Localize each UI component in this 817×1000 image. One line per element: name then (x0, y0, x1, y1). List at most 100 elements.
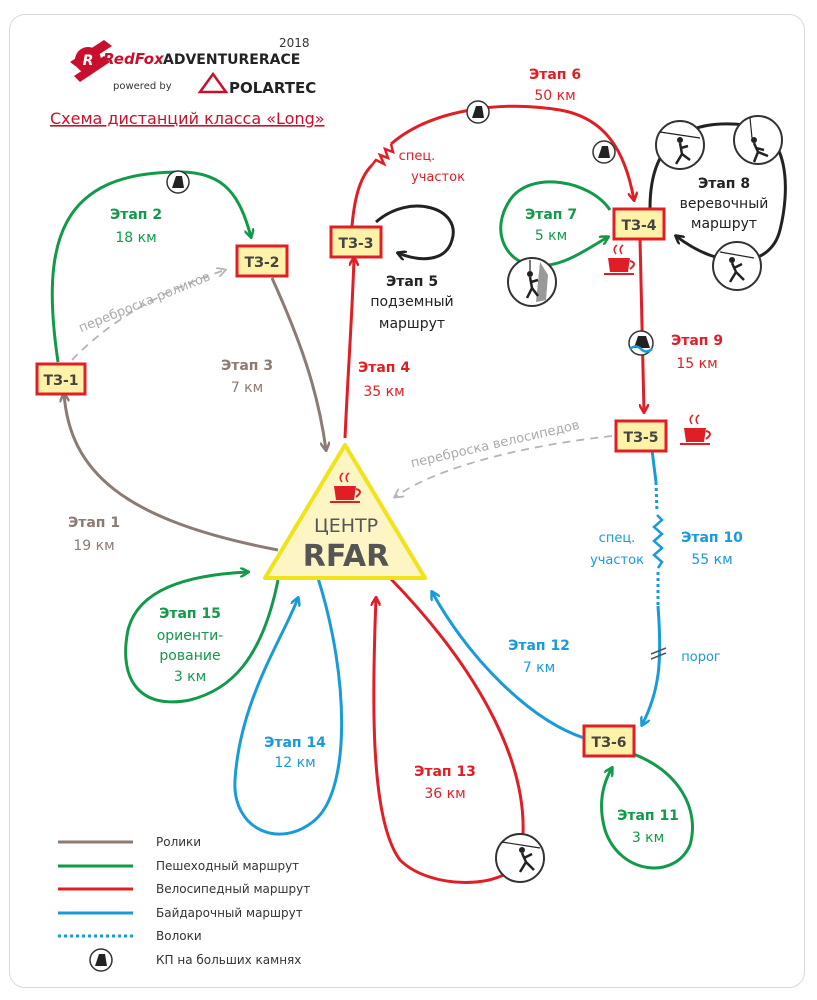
stage-name: Этап 7 (525, 207, 577, 223)
route-stage-6-a (350, 163, 374, 227)
climber-icon (712, 241, 762, 291)
stage-name: Этап 14 (264, 735, 326, 751)
stage-distance: 15 км (676, 356, 717, 372)
route-stage-9 (638, 237, 644, 412)
stage-11-label: Этап 11 3 км (617, 808, 679, 846)
checkpoint-label: ТЗ-3 (338, 236, 373, 252)
legend-label: Байдарочный маршрут (156, 906, 303, 920)
stage-description: ориенти- (157, 628, 224, 644)
stage-name: Этап 9 (671, 333, 723, 349)
stage-distance: 7 км (231, 380, 263, 396)
route-stage-12 (432, 592, 585, 740)
legend-label: Ролики (156, 835, 201, 849)
stage-7-label: Этап 7 5 км (525, 207, 577, 244)
note-special-blue-2: участок (590, 553, 644, 568)
coffee-cup-icon (604, 244, 635, 275)
route-stage-14 (233, 577, 344, 836)
powered-by: powered by (113, 81, 172, 92)
stage-1-label: Этап 1 19 км (68, 515, 120, 554)
rapids-icon (628, 330, 654, 356)
coffee-cup-icon (680, 414, 711, 445)
stage-description: веревочный (680, 196, 769, 212)
legend-item-rollers: Ролики (58, 835, 201, 849)
stage-distance: 7 км (523, 660, 555, 676)
stage-name: Этап 11 (617, 808, 679, 824)
stage-name: Этап 6 (529, 67, 581, 83)
redfox-logo-icon: R (70, 40, 112, 82)
brand-adventure: ADVENTURERACE (163, 52, 300, 68)
center-label-top: ЦЕНТР (314, 515, 378, 537)
stage-6-label: Этап 6 50 км (529, 67, 581, 104)
coffee-cup-icon (330, 472, 361, 503)
stage-distance: 18 км (115, 230, 156, 246)
checkpoint-tz4: ТЗ-4 (612, 207, 666, 241)
route-stage-11 (599, 750, 694, 870)
climber-icon (495, 833, 545, 883)
route-stage-5 (375, 204, 455, 259)
stage-distance: 3 км (174, 669, 206, 685)
note-special-red-2: участок (411, 170, 465, 185)
legend-label: КП на больших камнях (156, 953, 301, 967)
climber-icon (733, 115, 783, 165)
checkpoint-tz5: ТЗ-5 (614, 419, 668, 453)
checkpoint-label: ТЗ-2 (244, 255, 279, 271)
stage-15-label: Этап 15 ориенти- рование 3 км (157, 606, 224, 685)
route-stage-7 (499, 180, 612, 268)
note-rapids: порог (681, 650, 721, 665)
checkpoint-tz6: ТЗ-6 (582, 724, 636, 758)
center-rfar: ЦЕНТР RFAR (263, 443, 427, 580)
stage-4-label: Этап 4 35 км (358, 360, 410, 400)
page-frame (9, 14, 805, 988)
stage-5-label: Этап 5 подземный маршрут (370, 274, 453, 332)
legend-label: Пешеходный маршрут (156, 859, 299, 873)
header-year: 2018 (279, 36, 310, 50)
stage-name: Этап 15 (159, 606, 221, 622)
stage-name: Этап 10 (681, 530, 743, 546)
checkpoint-label: ТЗ-6 (591, 735, 626, 751)
polartec-mark-icon (197, 71, 229, 94)
route-stage-10-b (642, 605, 662, 725)
note-roller-transfer: переброска роликов (77, 269, 213, 336)
checkpoint-tz3: ТЗ-3 (329, 225, 383, 259)
rock-checkpoint-icon (466, 100, 490, 124)
stage-10-label: Этап 10 55 км (681, 530, 743, 568)
route-portage-1 (654, 481, 659, 513)
note-special-blue-1: спец. (599, 531, 636, 546)
route-special-zigzag-red (371, 143, 395, 167)
stage-description: рование (159, 648, 220, 664)
stage-2-label: Этап 2 18 км (110, 207, 162, 246)
stage-name: Этап 12 (508, 638, 570, 654)
stage-distance: 19 км (73, 538, 114, 554)
stage-distance: 50 км (534, 88, 575, 104)
route-roller-transfer (71, 270, 225, 361)
stage-distance: 12 км (274, 755, 315, 771)
route-stage-6-b (390, 104, 634, 200)
stage-name: Этап 5 (386, 274, 438, 290)
route-stage-2 (50, 170, 251, 363)
stage-description: подземный (370, 294, 453, 310)
page-title: Схема дистанций класса «Long» (50, 109, 325, 128)
checkpoint-label: ТЗ-1 (43, 373, 78, 389)
stage-8-label: Этап 8 веревочный маршрут (680, 176, 769, 232)
stage-name: Этап 13 (414, 764, 476, 780)
stage-name: Этап 3 (221, 358, 273, 374)
stage-3-label: Этап 3 7 км (221, 358, 273, 396)
legend-item-hiking: Пешеходный маршрут (58, 859, 299, 873)
stage-name: Этап 2 (110, 207, 162, 223)
rock-checkpoint-icon (89, 948, 113, 972)
stage-distance: 3 км (632, 830, 664, 846)
checkpoint-tz2: ТЗ-2 (235, 244, 289, 278)
brand-redfox: RedFox (103, 50, 165, 68)
rock-checkpoint-icon (166, 170, 190, 194)
stage-description: маршрут (691, 216, 757, 232)
header-logo: R 2018 RedFox ADVENTURERACE powered by P… (70, 36, 316, 97)
route-stage-10-a (650, 449, 658, 483)
stage-distance: 35 км (363, 384, 404, 400)
route-stage-4 (343, 258, 354, 439)
checkpoint-label: ТЗ-5 (623, 430, 658, 446)
rock-checkpoint-icon (592, 140, 616, 164)
rapids-mark (650, 647, 667, 660)
stage-distance: 55 км (691, 552, 732, 568)
legend-label: Волоки (156, 929, 202, 943)
legend: Ролики Пешеходный маршрут Велосипедный м… (58, 835, 310, 972)
